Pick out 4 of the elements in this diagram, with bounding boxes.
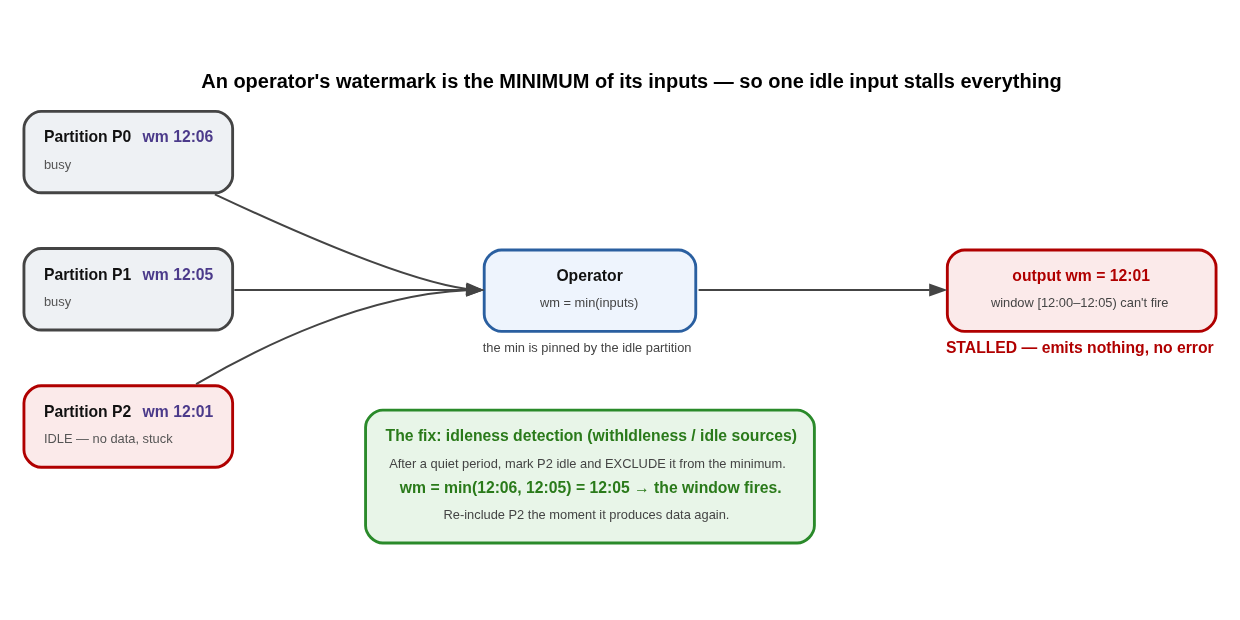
node-label: the min is pinned by the idle partition (482, 339, 692, 355)
node-label: STALLED — emits nothing, no error (945, 338, 1214, 356)
diagram-title: An operator's watermark is the MINIMUM of its inputs — so one idle input stalls everything (201, 70, 1062, 93)
arrow (697, 283, 948, 297)
